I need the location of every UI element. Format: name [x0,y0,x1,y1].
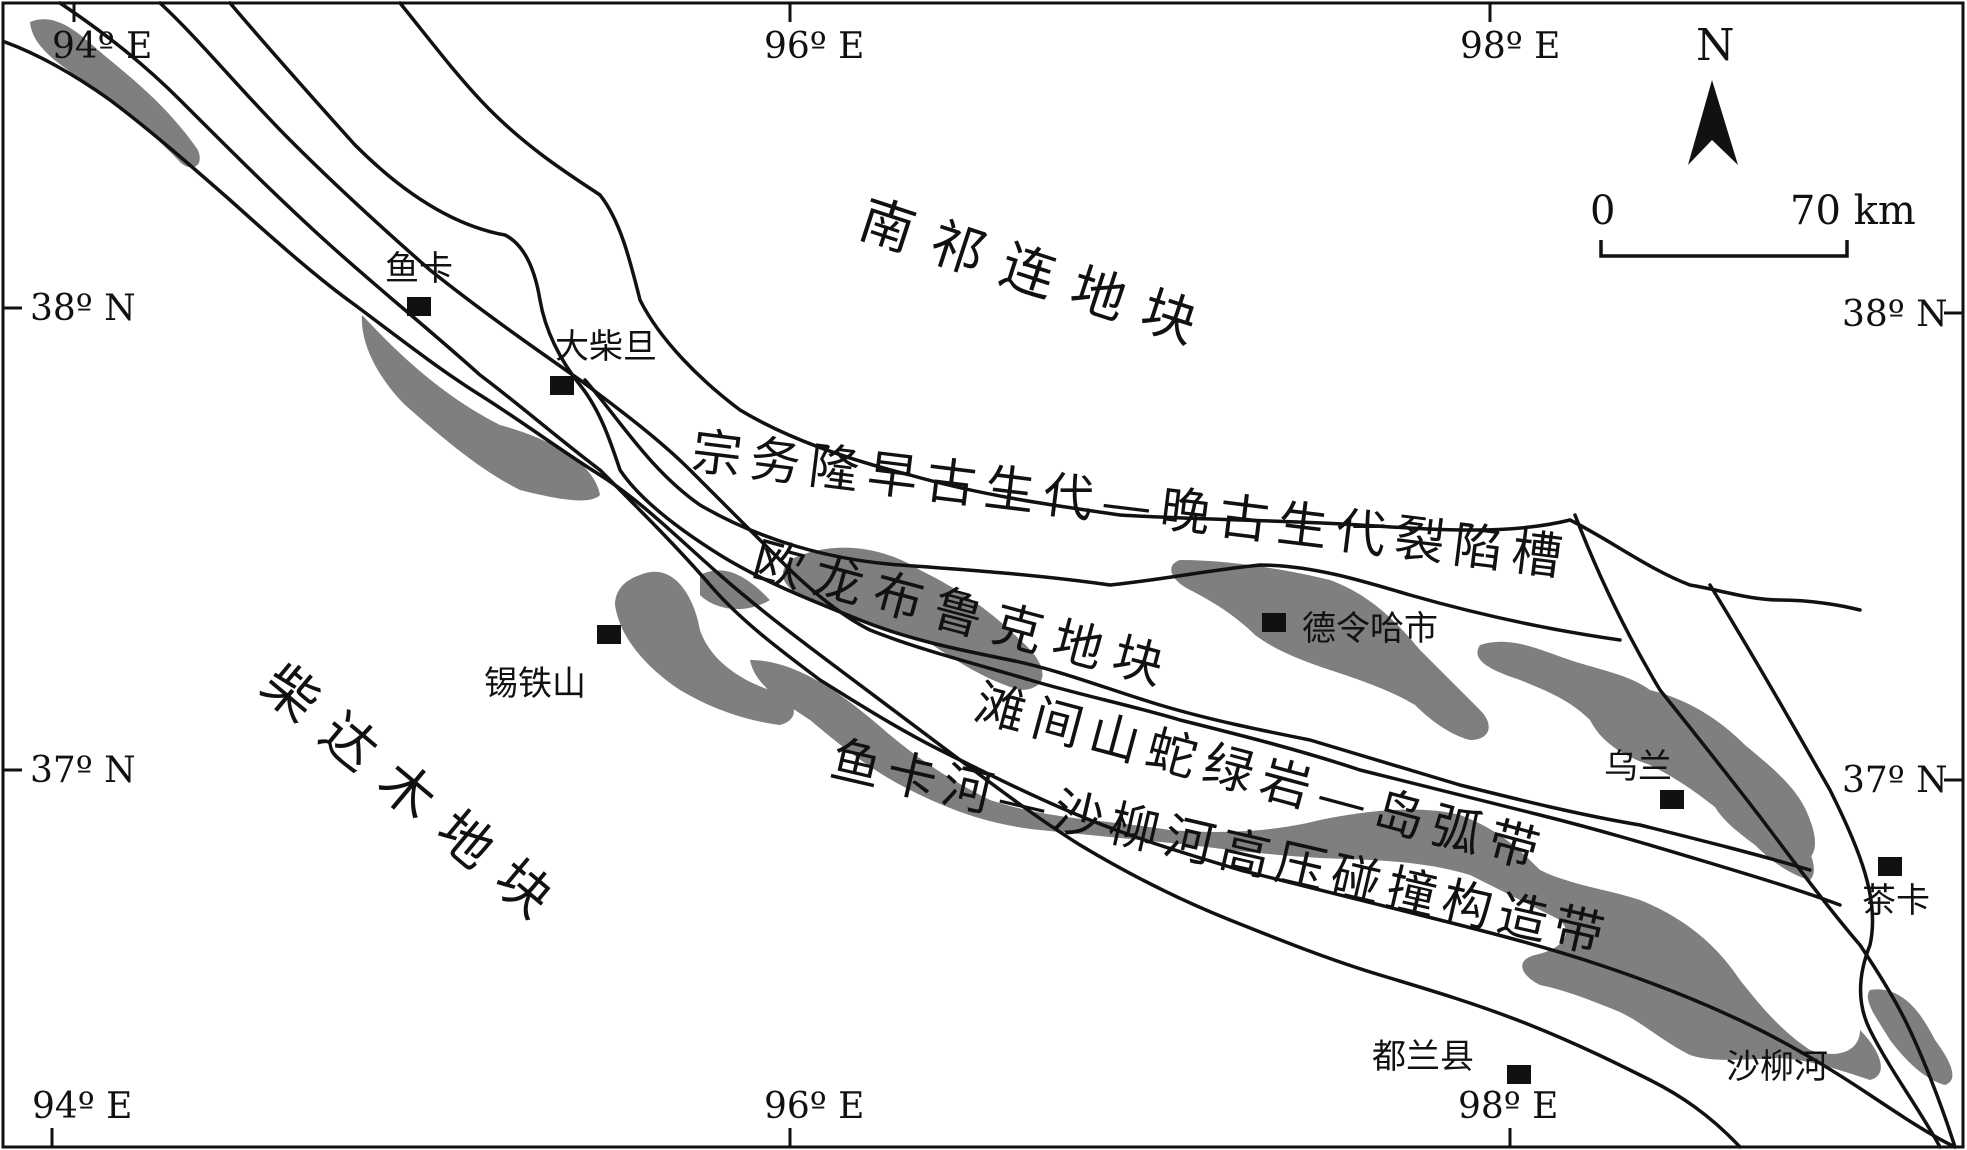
fault-line-zongwulong-north [398,1,1862,612]
town-label-shaliuhe: 沙柳河 [1726,1047,1828,1087]
rock-body-collision-belt [750,660,1881,1080]
fault-line-central-2 [228,1,1812,872]
unit-label-south-qilian: 南祁连地块 [852,187,1223,361]
fault-line-central-1 [158,1,1842,907]
town-label-xitieshan: 锡铁山 [484,664,586,704]
town-label-wulan: 乌兰 [1604,747,1672,787]
town-label-chaka: 茶卡 [1862,881,1930,921]
town-label-delingha: 德令哈市 [1302,609,1438,649]
coord-left-lat-38: 38º N [30,288,136,329]
fault-line-north-1 [3,40,1742,1149]
coord-bottom-lon-98: 98º E [1458,1086,1558,1127]
town-label-yuka: 鱼卡 [385,249,453,289]
scale-bar-zero: 0 [1590,188,1615,234]
scale-bar-distance: 70 km [1790,188,1916,234]
coord-bottom-lon-94: 94º E [32,1086,132,1127]
scale-bar-line [1599,240,1849,258]
town-marker-chaka [1878,857,1902,876]
north-label: N [1696,20,1735,71]
coord-left-lat-37: 37º N [30,750,136,791]
coord-top-lon-94: 94º E [52,26,152,67]
rock-body-wulan [1710,794,1814,880]
town-label-dulan: 都兰县 [1372,1037,1474,1077]
town-labels: 鱼卡 大柴旦 锡铁山 德令哈市 乌兰 茶卡 都兰县 沙柳河 [385,249,1930,1087]
graticule-ticks [3,3,1964,1147]
town-label-dachaidan: 大柴旦 [555,327,657,367]
fault-line-zongwulong-south [583,378,1622,642]
coord-right-lat-37: 37º N [1842,760,1948,801]
town-marker-delingha [1262,613,1286,632]
north-arrow-icon: N [1688,20,1738,165]
coordinate-labels: 94º E 96º E 98º E 94º E 96º E 98º E 38º … [30,26,1948,1127]
rock-body-xitieshan-arc [615,571,794,725]
town-markers [407,297,1902,1084]
rock-bodies [30,19,1953,1085]
fault-lines [3,1,1957,1149]
town-marker-dachaidan [550,376,574,395]
coord-bottom-lon-96: 96º E [764,1086,864,1127]
rock-body-delingha [1171,560,1489,740]
scale-bar: 0 70 km [1590,188,1916,258]
fault-line-north-2 [58,1,1957,1149]
town-marker-dulan [1507,1065,1531,1084]
town-marker-wulan [1660,790,1684,809]
rock-body-chaka-south [1867,989,1953,1085]
fault-line-east-2 [1708,583,1942,1149]
fault-line-east-1 [1573,513,1957,1149]
north-arrow-shape [1688,80,1738,165]
town-marker-yuka [407,297,431,316]
town-marker-xitieshan [597,625,621,644]
coord-right-lat-38: 38º N [1842,294,1948,335]
coord-top-lon-96: 96º E [764,26,864,67]
coord-top-lon-98: 98º E [1460,26,1560,67]
rock-body-northwest [30,19,200,168]
rock-body-west [361,315,600,501]
